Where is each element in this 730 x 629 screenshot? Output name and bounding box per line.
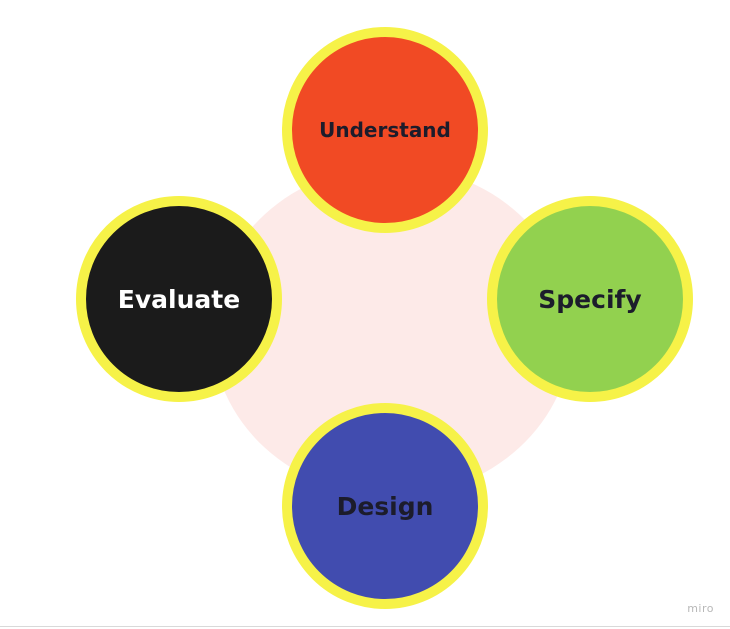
bottom-divider: [0, 626, 730, 627]
understand-node: Understand: [282, 27, 488, 233]
miro-watermark: miro: [687, 602, 714, 615]
specify-label: Specify: [538, 284, 642, 314]
understand-label: Understand: [319, 118, 451, 142]
design-node: Design: [282, 403, 488, 609]
specify-node: Specify: [487, 196, 693, 402]
design-label: Design: [336, 491, 434, 521]
evaluate-node: Evaluate: [76, 196, 282, 402]
evaluate-label: Evaluate: [117, 284, 241, 314]
